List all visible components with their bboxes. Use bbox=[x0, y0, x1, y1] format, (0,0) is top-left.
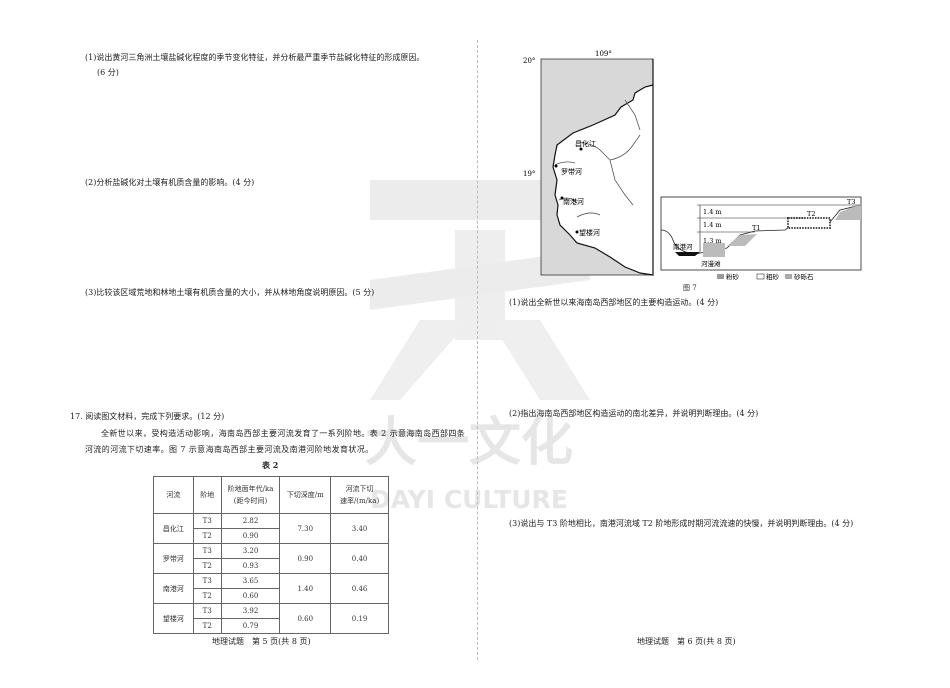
table-header-row: 河流 阶地 阶地面年代/ka(距今时间) 下切深度/m 河流下切速率/(m/ka… bbox=[153, 476, 389, 514]
data-table: 河流 阶地 阶地面年代/ka(距今时间) 下切深度/m 河流下切速率/(m/ka… bbox=[153, 476, 389, 634]
header-rate: 河流下切速率/(m/ka) bbox=[330, 476, 389, 514]
terrace-label: T1 bbox=[752, 224, 760, 232]
legend-silt: 粉砂 bbox=[726, 272, 740, 281]
header-river: 河流 bbox=[153, 476, 194, 514]
left-question-1: (1)说出黄河三角洲土壤盐碱化程度的季节变化特征，并分析最严重季节盐碱化特征的形… bbox=[85, 53, 425, 62]
watermark-en: DAYI CULTURE bbox=[370, 485, 568, 514]
river-label: 南港河 bbox=[673, 242, 693, 251]
right-question-2: (2)指出海南岛西部地区构造运动的南北差异，并说明判断理由。(4 分) bbox=[509, 409, 759, 418]
page-divider bbox=[477, 40, 478, 660]
map-lat20-label: 20° bbox=[523, 57, 535, 65]
figure-caption: 图 7 bbox=[683, 284, 697, 292]
map-lat19-label: 19° bbox=[523, 170, 535, 178]
left-footer: 地理试题 第 5 页(共 8 页) bbox=[212, 637, 311, 646]
watermark-cn: 大一文化 bbox=[365, 413, 573, 473]
terrace-label: T3 bbox=[847, 198, 855, 206]
left-question-3: (3)比较该区域荒地和林地土壤有机质含量的大小，并从林地角度说明原因。(5 分) bbox=[85, 288, 375, 297]
left-question-2: (2)分析盐碱化对土壤有机质含量的影响。(4 分) bbox=[85, 178, 255, 187]
legend-gravel: 砂砾石 bbox=[794, 272, 814, 281]
right-footer: 地理试题 第 6 页(共 8 页) bbox=[637, 637, 736, 646]
hainan-west-map: 109° 20° 19° 昌化江 罗带河 南港河 望楼河 bbox=[523, 50, 654, 276]
map-river-label: 昌化江 bbox=[575, 139, 596, 148]
map-river-label: 罗带河 bbox=[561, 168, 582, 176]
terrace-label: T2 bbox=[807, 210, 815, 218]
map-river-label: 望楼河 bbox=[579, 228, 600, 237]
header-terrace: 阶地 bbox=[192, 476, 222, 514]
header-age: 阶地面年代/ka(距今时间) bbox=[220, 476, 281, 514]
height-label: 1.4 m bbox=[703, 208, 722, 216]
gravel-fill bbox=[703, 243, 725, 257]
legend-coarse-sand: 粗砂 bbox=[766, 272, 780, 281]
question-17-title: 17. 阅读图文材料，完成下列要求。(12 分) bbox=[70, 412, 225, 421]
map-lon-label: 109° bbox=[595, 50, 612, 58]
question-17-para1: 全新世以来，受构造活动影响，海南岛西部主要河流发育了一系列阶地。表 2 示意海南… bbox=[101, 429, 466, 438]
height-label: 1.3 m bbox=[703, 237, 722, 245]
map-river-label: 南港河 bbox=[563, 197, 584, 206]
right-question-3: (3)说出与 T3 阶地相比，南港河流域 T2 阶地形成时期河流流速的快慢，并说… bbox=[509, 519, 854, 528]
table-caption: 表 2 bbox=[262, 460, 279, 470]
left-question-1-score: (6 分) bbox=[97, 68, 119, 77]
question-17-para2: 河流的河流下切速率。图 7 示意海南岛西部主要河流及南港河阶地发育状况。 bbox=[85, 445, 374, 454]
height-label: 1.4 m bbox=[703, 221, 722, 229]
terrace-profile-diagram: 1.4 m 1.4 m 1.3 m T1 T2 T3 南港河 河漫滩 粉砂 粗砂… bbox=[660, 196, 862, 281]
header-depth: 下切深度/m bbox=[279, 476, 332, 514]
floodplain-label: 河漫滩 bbox=[701, 259, 721, 268]
right-question-1: (1)说出全新世以来海南岛西部地区的主要构造运动。(4 分) bbox=[509, 298, 719, 307]
